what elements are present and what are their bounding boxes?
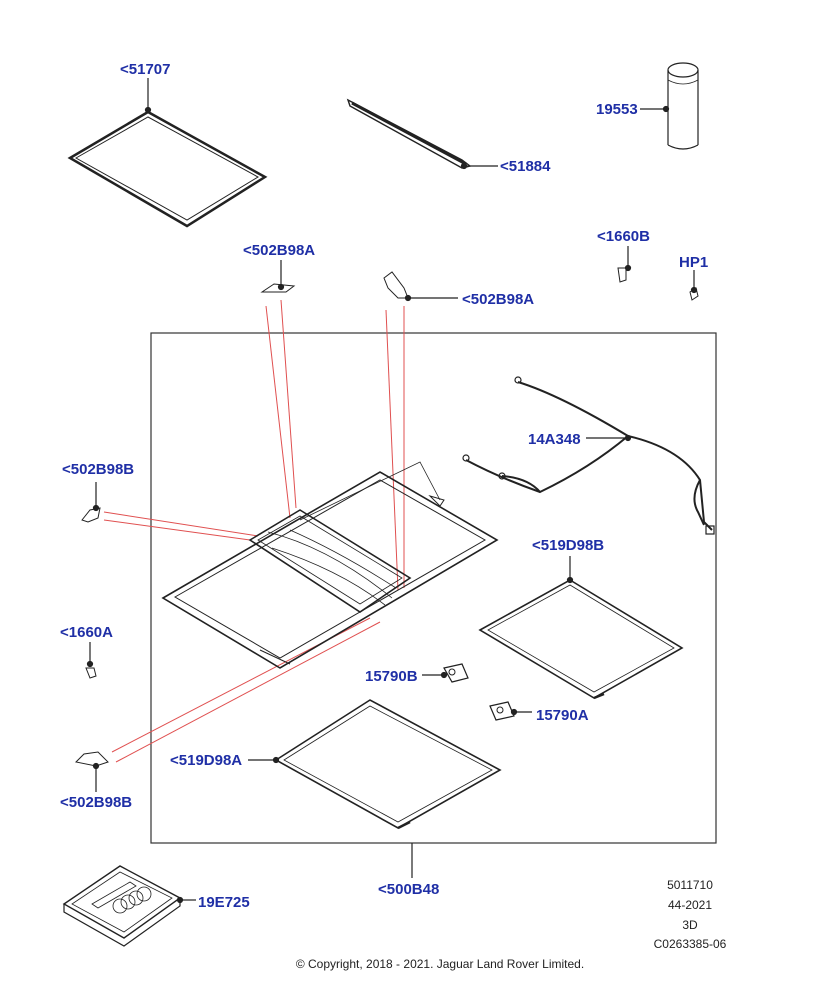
callout-502b98a-top: <502B98A bbox=[243, 242, 316, 259]
copyright-notice: © Copyright, 2018 - 2021. Jaguar Land Ro… bbox=[295, 957, 585, 971]
diagram-date: 44-2021 bbox=[667, 898, 713, 912]
callout-51707: <51707 bbox=[120, 61, 171, 78]
wiring-harness-part bbox=[462, 376, 715, 535]
leader-dot-15790b bbox=[440, 671, 448, 679]
leader-dot-19553 bbox=[662, 105, 670, 113]
diagram-ref-number: 5011710 bbox=[667, 878, 713, 892]
installation-guide-lines bbox=[103, 299, 405, 763]
callout-1660a: <1660A bbox=[60, 624, 113, 641]
callout-15790b: 15790B bbox=[365, 668, 418, 685]
diagram-view: 3D bbox=[682, 918, 698, 932]
callout-500b48: <500B48 bbox=[378, 881, 440, 898]
leader-dot-14a348 bbox=[624, 434, 632, 442]
sunblind-519d98b-part bbox=[478, 579, 684, 700]
sunblind-519d98a-part bbox=[274, 699, 502, 830]
diagram-code: C0263385-06 bbox=[653, 937, 727, 951]
callout-hp1: HP1 bbox=[679, 254, 709, 271]
callout-519d98a: <519D98A bbox=[170, 752, 243, 769]
callout-14a348: 14A348 bbox=[528, 431, 581, 448]
callout-51884: <51884 bbox=[500, 158, 551, 175]
callout-19e725: 19E725 bbox=[198, 894, 250, 911]
leader-dot-519d98a bbox=[272, 756, 280, 764]
assembly-frame-box bbox=[150, 332, 717, 844]
repair-kit-19e725-part bbox=[62, 865, 182, 947]
motor-15790b-part bbox=[443, 663, 469, 683]
leader-dot-51884 bbox=[460, 162, 468, 170]
bracket-502b98a-top bbox=[260, 283, 296, 293]
leader-dot-15790a bbox=[510, 708, 518, 716]
callout-519d98b: <519D98B bbox=[532, 537, 605, 554]
bracket-502b98b-top bbox=[81, 504, 101, 523]
clip-1660a-part bbox=[85, 660, 97, 679]
leader-dot-51707 bbox=[144, 106, 152, 114]
bracket-502b98a-right bbox=[383, 271, 412, 302]
callout-502b98b-top: <502B98B bbox=[62, 461, 135, 478]
callout-19553: 19553 bbox=[596, 101, 638, 118]
callout-15790a: 15790A bbox=[536, 707, 589, 724]
motor-15790a-part bbox=[489, 701, 515, 721]
callout-502b98b-bottom: <502B98B bbox=[60, 794, 133, 811]
bracket-502b98b-bottom bbox=[74, 751, 109, 770]
deflector-strip-part bbox=[346, 98, 472, 169]
leader-dot-519d98b bbox=[566, 576, 574, 584]
leader-dot-19e725 bbox=[176, 896, 184, 904]
callout-502b98a-right: <502B98A bbox=[462, 291, 535, 308]
roof-frame-assembly-part bbox=[161, 461, 499, 669]
glass-seal-part bbox=[67, 110, 268, 228]
callout-1660b: <1660B bbox=[597, 228, 650, 245]
clip-1660b-part bbox=[617, 264, 632, 283]
grease-can-part bbox=[667, 62, 699, 150]
